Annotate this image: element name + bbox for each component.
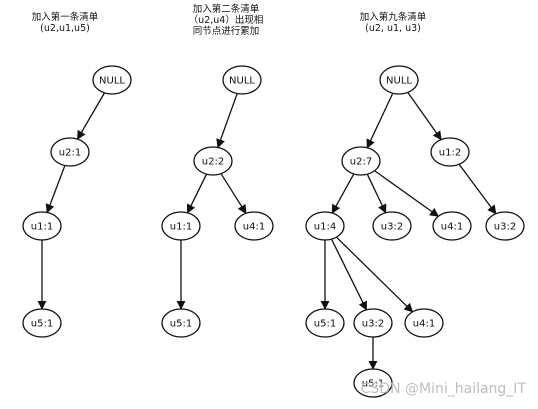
caption-tree-2: 加入第二条清单 （u2,u4）出现相 同节点进行累加 — [176, 4, 276, 37]
caption-tree-3: 加入第九条清单 (u2, u1, u3) — [343, 12, 443, 34]
caption-tree-2-line-2: （u2,u4）出现相 — [188, 15, 264, 26]
node-t3-u5: u5:1 — [305, 308, 345, 338]
node-t3-u1b: u1:2 — [430, 137, 470, 167]
node-t1-null: NULL — [92, 65, 132, 95]
node-t2-u4: u4:1 — [234, 211, 274, 241]
node-label: u4:1 — [243, 222, 265, 233]
node-label: NULL — [386, 76, 412, 87]
node-t3-u2: u2:7 — [341, 146, 381, 176]
node-label: NULL — [99, 76, 125, 87]
node-ellipse — [305, 211, 345, 241]
node-label: u3:2 — [381, 222, 403, 233]
node-label: u1:4 — [314, 222, 336, 233]
node-ellipse — [341, 146, 381, 176]
node-label: NULL — [229, 76, 255, 87]
edge-t3-null-to-t3-u2 — [366, 92, 394, 149]
node-t3-u5b: u5:1 — [353, 368, 393, 398]
node-label: u1:2 — [439, 148, 461, 159]
node-ellipse — [50, 137, 90, 167]
node-ellipse — [353, 368, 393, 398]
caption-tree-1-line-2: (u2,u1,u5) — [40, 23, 90, 34]
nodes-layer: NULL u2:1 u1:1 u5:1 NULL u2:2 u1:1 u4:1 u5:1 NULL… — [22, 65, 525, 398]
node-ellipse — [305, 308, 345, 338]
watermark: CSDN @Mini_hailang_IT — [360, 381, 526, 397]
edge-t1-u2-to-t1-u1 — [45, 165, 66, 214]
caption-tree-1-line-1: 加入第一条清单 — [31, 12, 99, 23]
node-ellipse — [430, 137, 470, 167]
node-ellipse — [161, 211, 201, 241]
node-t1-u1: u1:1 — [22, 211, 62, 241]
node-t3-u4a: u4:1 — [432, 211, 472, 241]
node-t3-u4b: u4:1 — [404, 308, 444, 338]
caption-tree-3-line-1: 加入第九条清单 — [359, 12, 427, 23]
edge-t3-u1b-to-t3-u3b — [458, 163, 497, 215]
node-ellipse — [161, 308, 201, 338]
node-ellipse — [404, 308, 444, 338]
node-label: u5:1 — [31, 319, 53, 330]
edge-t2-null-to-t2-u2 — [216, 93, 238, 149]
edge-t3-u1-to-t3-u3c — [330, 238, 368, 311]
node-t3-u3a: u3:2 — [372, 211, 412, 241]
node-label: u2:1 — [59, 148, 81, 159]
node-label: u2:2 — [202, 157, 224, 168]
caption-tree-2-line-1: 加入第二条清单 — [192, 4, 260, 15]
node-ellipse — [222, 65, 262, 95]
node-label: u3:2 — [494, 222, 516, 233]
caption-tree-2-line-3: 同节点进行累加 — [192, 26, 260, 37]
node-label: u3:2 — [362, 319, 384, 330]
node-ellipse — [379, 65, 419, 95]
node-label: u1:1 — [31, 222, 53, 233]
node-t3-null: NULL — [379, 65, 419, 95]
node-t2-u1: u1:1 — [161, 211, 201, 241]
node-ellipse — [353, 308, 393, 338]
node-ellipse — [193, 146, 233, 176]
node-t1-u2: u2:1 — [50, 137, 90, 167]
caption-tree-1: 加入第一条清单 (u2,u1,u5) — [20, 12, 110, 34]
node-ellipse — [92, 65, 132, 95]
node-label: u4:1 — [413, 319, 435, 330]
node-t3-u1: u1:4 — [305, 211, 345, 241]
node-t1-u5: u5:1 — [22, 308, 62, 338]
node-ellipse — [432, 211, 472, 241]
node-t3-u3c: u3:2 — [353, 308, 393, 338]
node-ellipse — [485, 211, 525, 241]
edge-t3-u2-to-t3-u1 — [331, 173, 355, 214]
node-label: u5:1 — [362, 379, 384, 390]
edges-layer — [37, 92, 497, 370]
caption-tree-3-line-2: (u2, u1, u3) — [365, 23, 421, 34]
edge-t1-null-to-t1-u2 — [76, 92, 106, 140]
edge-t3-u2-to-t3-u3a — [366, 173, 387, 214]
node-ellipse — [22, 308, 62, 338]
node-ellipse — [372, 211, 412, 241]
node-ellipse — [22, 211, 62, 241]
node-label: u1:1 — [170, 222, 192, 233]
node-t3-u3b: u3:2 — [485, 211, 525, 241]
edge-t3-null-to-t3-u1b — [407, 92, 442, 141]
node-ellipse — [234, 211, 274, 241]
node-label: u5:1 — [170, 319, 192, 330]
node-label: u2:7 — [350, 157, 372, 168]
edge-t2-u2-to-t2-u4 — [220, 173, 247, 215]
edge-t3-u2-to-t3-u4a — [374, 170, 440, 217]
node-t2-u2: u2:2 — [193, 146, 233, 176]
edge-t3-u1-to-t3-u4b — [335, 236, 414, 313]
node-label: u5:1 — [314, 319, 336, 330]
node-label: u4:1 — [441, 222, 463, 233]
node-t2-null: NULL — [222, 65, 262, 95]
node-t2-u5: u5:1 — [161, 308, 201, 338]
edge-t2-u2-to-t2-u1 — [186, 173, 208, 214]
